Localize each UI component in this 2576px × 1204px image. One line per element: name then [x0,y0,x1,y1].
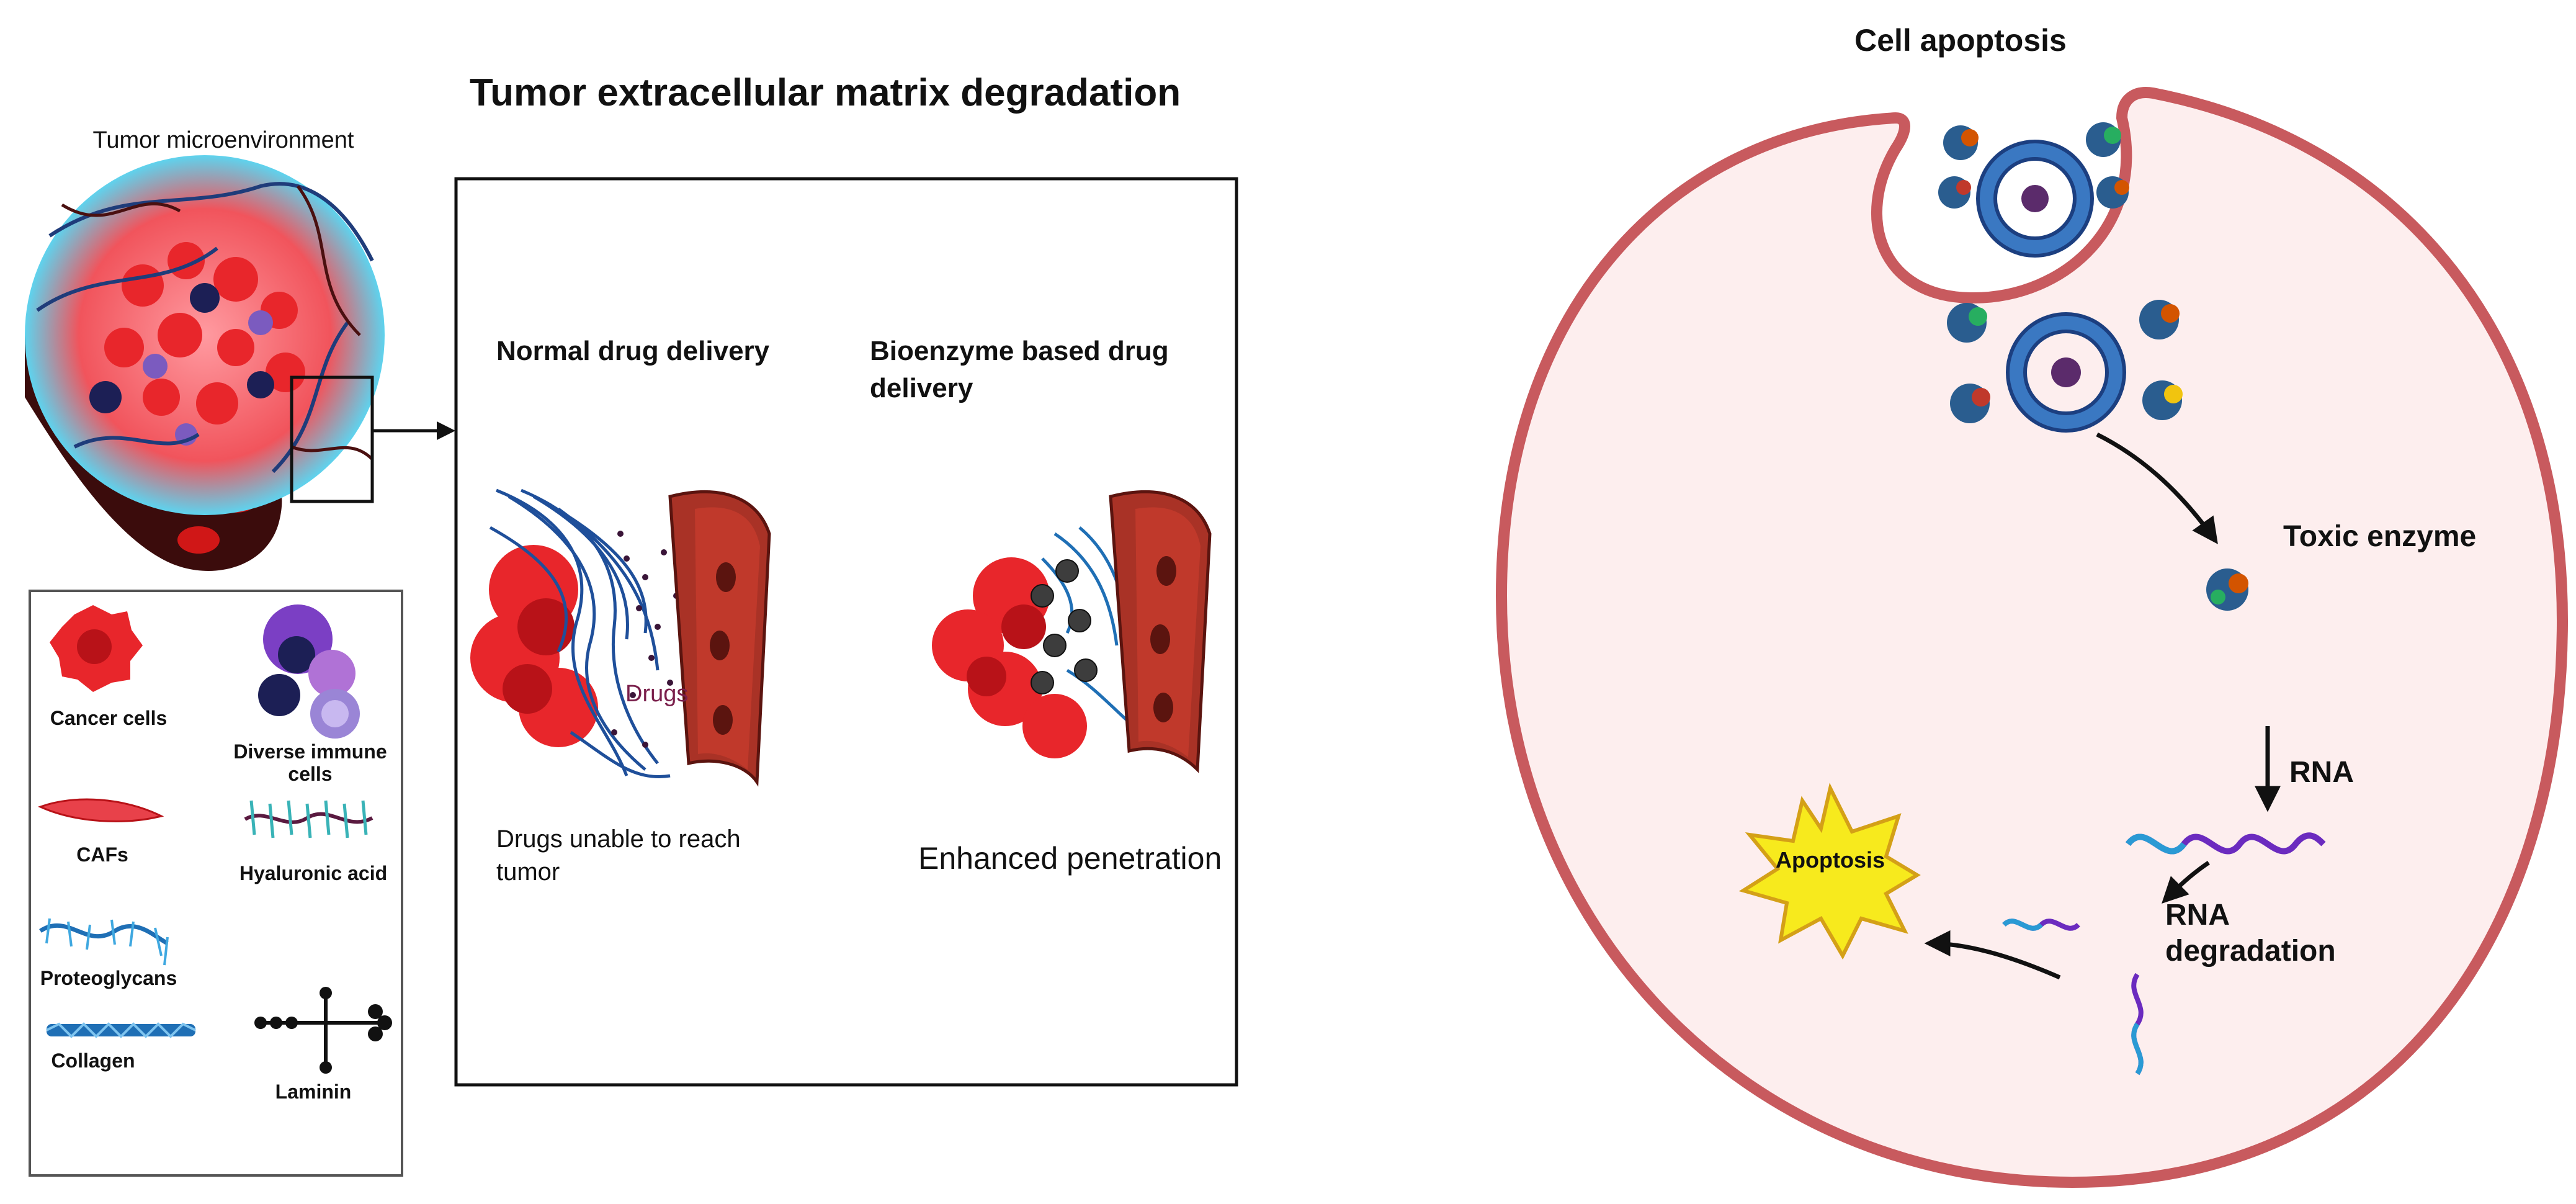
proteoglycan-icon [39,923,169,946]
release-arrow [2096,432,2218,544]
tumor-mass [25,155,385,515]
rna-degradation-label-1: RNA [2165,899,2230,932]
legend-laminin-label: Laminin [275,1080,352,1103]
bioenzyme-delivery-heading-1: Bioenzyme based drug [870,336,1169,366]
normal-delivery-caption-1: Drugs unable to reach [496,825,741,853]
bioenzyme-nanoparticles [1031,559,1098,694]
apoptosis-label: Apoptosis [1776,847,1885,873]
bioenzyme-delivery-illustration [932,490,1212,773]
drugs-label: Drugs [625,681,688,707]
right-panel-title: Cell apoptosis [1854,23,2067,58]
internalized-vesicle [2006,312,2126,433]
left-panel-title: Tumor extracellular matrix degradation [470,71,1181,114]
tumor-microenvironment-illustration [25,155,385,571]
rna-label: RNA [2289,756,2354,789]
bioenzyme-delivery-heading-2: delivery [870,373,973,403]
toxic-enzyme-label: Toxic enzyme [2283,520,2476,553]
legend-collagen-label: Collagen [51,1049,135,1072]
normal-delivery-heading: Normal drug delivery [496,336,770,366]
enzyme-clusters-middle [1947,300,2183,423]
legend-cancer-cells: Cancer cells [50,605,167,729]
cell-membrane [1495,87,2569,1188]
legend-hyaluronic-acid-label: Hyaluronic acid [239,862,387,884]
legend-immune-cells-label-1: Diverse immune [233,740,387,763]
legend-collagen: Collagen [46,1022,196,1072]
apoptosis-burst [1738,783,1921,960]
normal-delivery-caption-2: tumor [496,858,560,886]
enzyme-clusters-top [1938,122,2129,209]
toxic-enzyme [2206,568,2248,611]
legend-cafs-label: CAFs [76,843,128,866]
collagen-icon [47,1024,195,1036]
legend-immune-cells: Diverse immune cells [233,604,387,785]
tumor-fibers [36,182,374,474]
rna-degradation-label-2: degradation [2165,935,2336,968]
degradation-arrow [2162,861,2210,904]
legend-laminin: Laminin [254,987,392,1103]
endocytic-vesicle [1976,140,2094,258]
bioenzyme-delivery-caption: Enhanced penetration [918,841,1222,876]
ecm-dense-matrix [489,488,671,778]
legend-proteoglycans-label: Proteoglycans [40,967,177,989]
cancer-cells-cluster [932,557,1087,758]
tumor-microenvironment-label: Tumor microenvironment [93,127,354,153]
apoptosis-arrow [1924,930,2061,980]
legend-hyaluronic-acid: Hyaluronic acid [239,800,387,884]
caf-icon [38,798,164,822]
normal-delivery-illustration: Drugs [470,488,771,787]
cancer-cells-cluster [470,545,598,747]
legend-proteoglycans: Proteoglycans [39,918,177,989]
ecm-panel-box [454,177,1238,1087]
legend-cancer-cells-label: Cancer cells [50,707,168,729]
legend-immune-cells-label-2: cells [288,763,332,785]
zoom-box [290,375,374,503]
legend-cafs: CAFs [38,798,164,866]
tumor-fibers-dark [61,185,373,460]
degraded-rna-fragments [2002,919,2144,1076]
red-blood-cell [177,526,220,554]
